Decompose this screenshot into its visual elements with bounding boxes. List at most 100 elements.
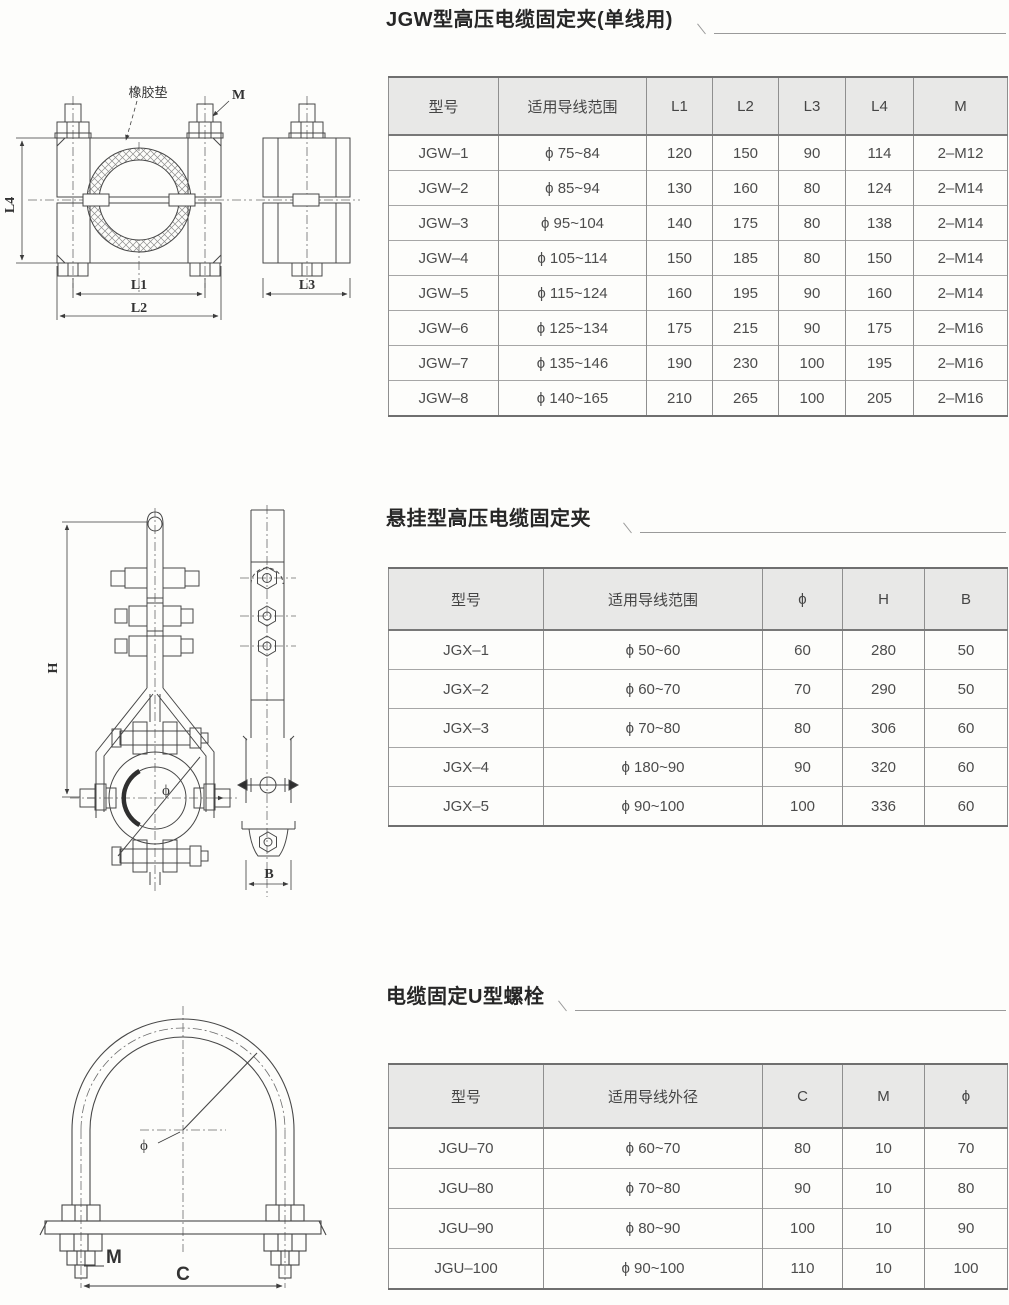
table-cell: 280 — [842, 629, 925, 670]
ubolt-body — [39, 1018, 327, 1279]
table-cell: 100 — [924, 1248, 1008, 1289]
table-cell: 336 — [842, 786, 925, 826]
table-cell: 175 — [712, 205, 779, 241]
table-cell: 185 — [712, 240, 779, 276]
table-cell: 80 — [778, 205, 846, 241]
table-cell: 2–M14 — [913, 170, 1008, 206]
table-cell: 90 — [778, 310, 846, 346]
dim-label-l4: L4 — [3, 197, 18, 213]
column-header: L4 — [845, 77, 914, 136]
table-cell: 2–M16 — [913, 345, 1008, 381]
table-cell: 140 — [646, 205, 713, 241]
table-cell: ϕ 85~94 — [498, 170, 647, 206]
table-cell: 138 — [845, 205, 914, 241]
table-cell: 2–M14 — [913, 275, 1008, 311]
column-header: H — [842, 568, 925, 631]
table-cell: JGW–2 — [388, 170, 499, 206]
table-cell: 2–M14 — [913, 205, 1008, 241]
table-cell: JGU–70 — [388, 1127, 544, 1169]
table-cell: 190 — [646, 345, 713, 381]
table-cell: 175 — [845, 310, 914, 346]
column-header: L1 — [646, 77, 713, 136]
table-cell: 10 — [842, 1168, 925, 1209]
column-header: 型号 — [388, 77, 499, 136]
column-header: 适用导线范围 — [543, 568, 763, 631]
table-cell: JGU–80 — [388, 1168, 544, 1209]
table-cell: ϕ 70~80 — [543, 708, 763, 748]
table-cell: 90 — [778, 275, 846, 311]
table-cell: ϕ 180~90 — [543, 747, 763, 787]
table-cell: 2–M16 — [913, 380, 1008, 416]
table-cell: 150 — [845, 240, 914, 276]
table-cell: 124 — [845, 170, 914, 206]
table-cell: 100 — [762, 786, 843, 826]
dim-label-c: C — [176, 1264, 190, 1285]
side-view — [262, 103, 351, 277]
table-cell: 60 — [924, 747, 1008, 787]
table-cell: JGX–2 — [388, 669, 544, 709]
jgx-clamp-drawing: H B ϕ — [0, 500, 390, 900]
table-cell: ϕ 105~114 — [498, 240, 647, 276]
column-header: L3 — [778, 77, 846, 136]
table-cell: JGU–90 — [388, 1208, 544, 1249]
table-cell: 195 — [712, 275, 779, 311]
table-cell: 2–M12 — [913, 134, 1008, 171]
table-cell: 110 — [762, 1248, 843, 1289]
table-cell: 320 — [842, 747, 925, 787]
table-cell: 90 — [762, 1168, 843, 1209]
table-cell: 90 — [778, 134, 846, 171]
table-cell: 70 — [762, 669, 843, 709]
table-cell: JGX–3 — [388, 708, 544, 748]
table-cell: 90 — [924, 1208, 1008, 1249]
table-cell: 100 — [778, 380, 846, 416]
table-cell: 10 — [842, 1208, 925, 1249]
table-cell: 100 — [778, 345, 846, 381]
dim-label-l2: L2 — [131, 301, 147, 316]
column-header: ϕ — [762, 568, 843, 631]
table-cell: JGW–6 — [388, 310, 499, 346]
title-underline — [575, 1010, 1006, 1011]
side-view — [236, 509, 300, 857]
table-cell: 10 — [842, 1127, 925, 1169]
table-cell: 160 — [845, 275, 914, 311]
table-cell: ϕ 75~84 — [498, 134, 647, 171]
table-cell: 2–M16 — [913, 310, 1008, 346]
column-header: L2 — [712, 77, 779, 136]
table-cell: 80 — [778, 240, 846, 276]
table-cell: 80 — [762, 708, 843, 748]
table-cell: ϕ 70~80 — [543, 1168, 763, 1209]
table-cell: JGW–3 — [388, 205, 499, 241]
table-cell: ϕ 95~104 — [498, 205, 647, 241]
table-cell: 60 — [924, 786, 1008, 826]
table-cell: 215 — [712, 310, 779, 346]
table-cell: JGX–5 — [388, 786, 544, 826]
table-cell: 306 — [842, 708, 925, 748]
dim-label-m: M — [106, 1247, 122, 1268]
table-cell: ϕ 50~60 — [543, 629, 763, 670]
table-cell: JGW–4 — [388, 240, 499, 276]
jgu-ubolt-drawing: ϕ M C — [0, 1000, 380, 1300]
column-header: 适用导线范围 — [498, 77, 647, 136]
column-header: 适用导线外径 — [543, 1064, 763, 1129]
table-cell: ϕ 135~146 — [498, 345, 647, 381]
table-cell: 80 — [762, 1127, 843, 1169]
rubber-pad-label: 橡胶垫 — [128, 85, 167, 100]
centerlines — [70, 505, 296, 897]
